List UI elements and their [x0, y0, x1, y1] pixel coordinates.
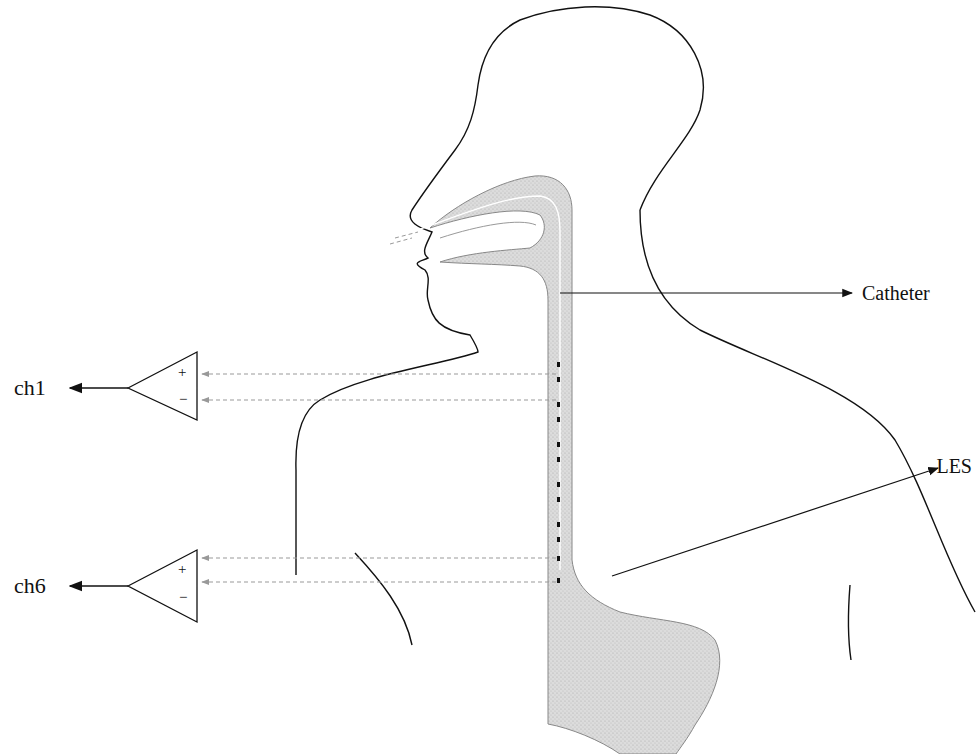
body-outline [296, 7, 975, 660]
leader-line [560, 292, 852, 293]
input-sign: + [178, 365, 186, 380]
part-label: LES [936, 456, 972, 476]
input-sign: − [179, 590, 187, 605]
input-sign: − [179, 392, 187, 407]
part-label: Catheter [862, 283, 930, 303]
leader-line [612, 468, 938, 576]
channel-label: ch6 [14, 575, 46, 597]
input-sign: + [178, 562, 186, 577]
oesophagus [390, 176, 720, 754]
channel-label: ch1 [14, 377, 46, 399]
amplifier-symbol [70, 550, 556, 622]
amplifier-symbol [70, 352, 556, 420]
